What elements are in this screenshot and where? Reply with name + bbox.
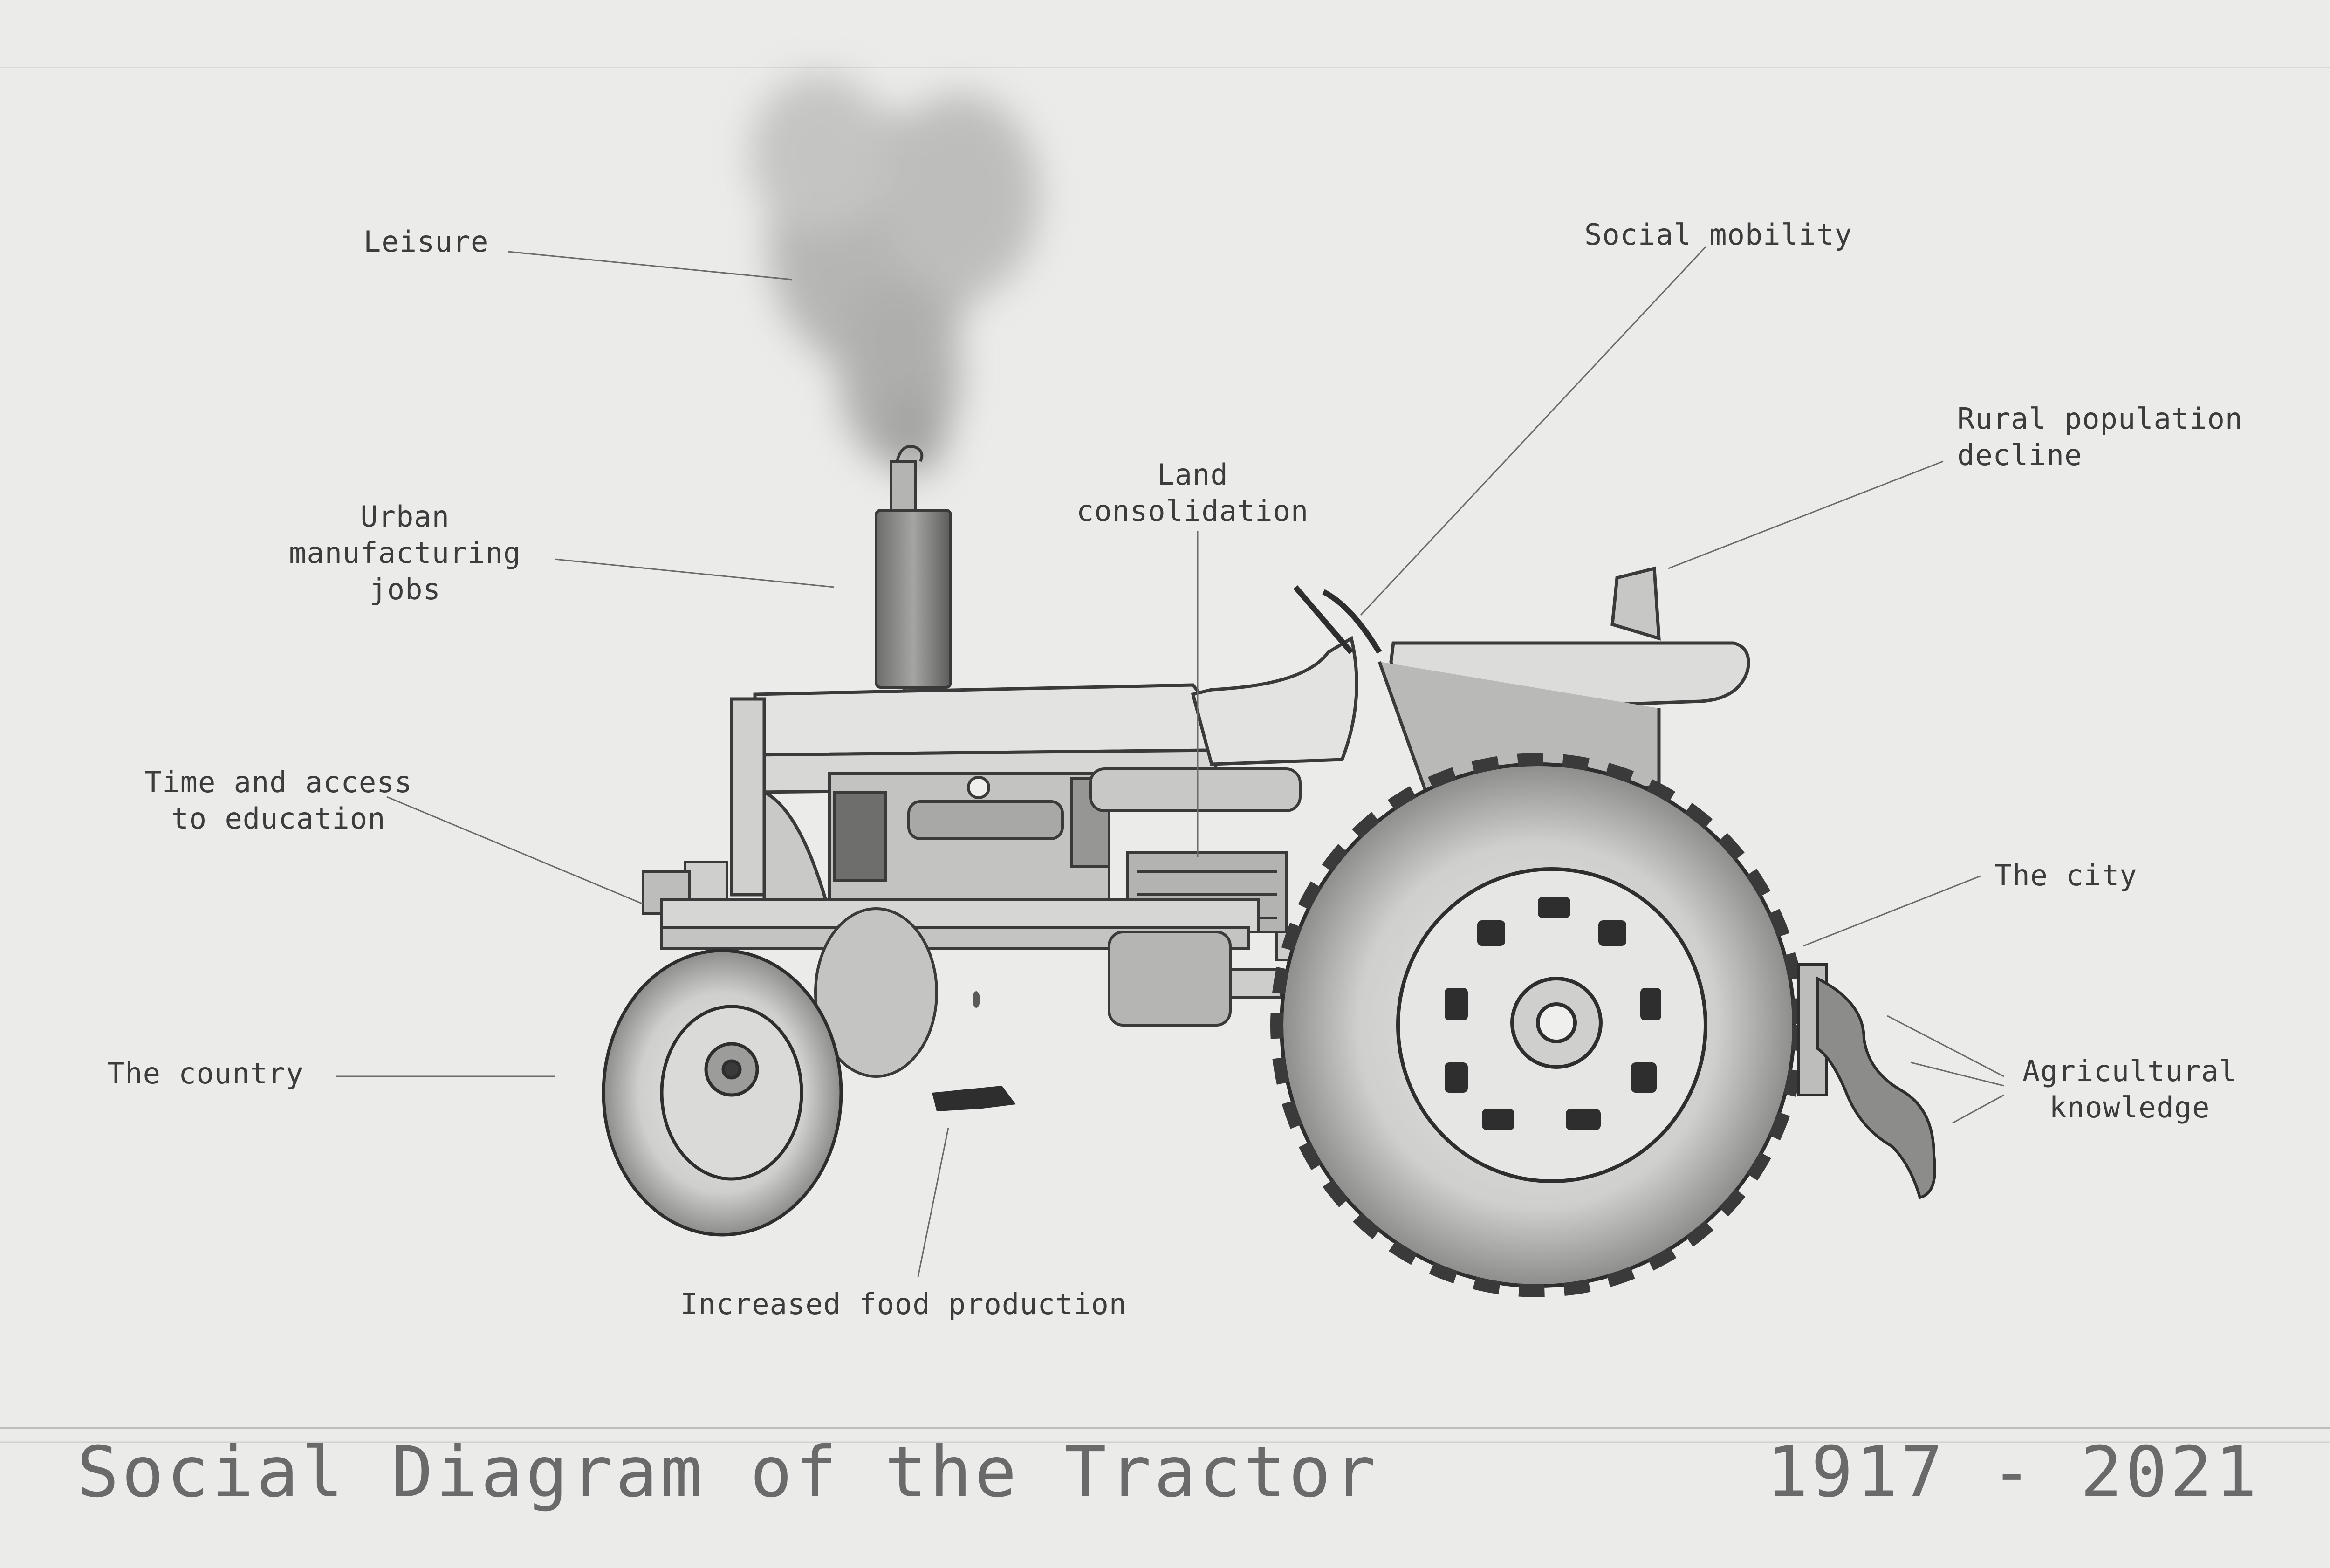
label-urban-manufacturing-jobs: Urban manufacturing jobs <box>289 500 521 606</box>
leader-rural-population <box>1668 460 1944 569</box>
seat-and-fender <box>1377 566 1750 794</box>
exhaust-stack <box>875 445 952 703</box>
leader-leisure <box>507 251 793 281</box>
label-leisure: Leisure <box>363 225 489 259</box>
label-rural-population-decline: Rural population decline <box>1957 402 2243 472</box>
label-social-mobility: Social mobility <box>1584 218 1852 252</box>
leader-lines <box>336 246 2004 1277</box>
label-the-city: The city <box>1994 858 2138 892</box>
front-wheel <box>602 949 843 1237</box>
page-title: Social Diagram of the Tractor <box>77 1432 1378 1513</box>
leader-urban-jobs <box>554 558 835 588</box>
leader-social-mobility <box>1360 246 1706 616</box>
label-agricultural-knowledge: Agricultural knowledge <box>2022 1054 2237 1124</box>
label-time-and-access-to-education: Time and access to education <box>144 765 412 835</box>
rear-front-wheel <box>814 907 938 1078</box>
label-the-country: The country <box>107 1056 304 1090</box>
exhaust-smoke <box>750 75 1039 475</box>
leader-city <box>1803 875 1981 947</box>
leader-education <box>386 796 644 905</box>
leader-agri-2 <box>1910 1061 2004 1087</box>
tractor-body <box>730 636 1358 915</box>
label-land-consolidation: Land consolidation <box>1076 458 1309 528</box>
leader-agri-3 <box>1952 1094 2004 1124</box>
rear-hitch <box>1797 963 1936 1199</box>
leader-agri-1 <box>1887 1015 2004 1077</box>
date-range: 1917 - 2021 <box>1766 1432 2260 1513</box>
rear-wheel <box>1270 753 1805 1297</box>
leader-food <box>917 1127 949 1277</box>
steering-wheel <box>1293 585 1382 654</box>
label-increased-food-production: Increased food production <box>680 1287 1127 1321</box>
oil-puddle <box>932 991 1016 1111</box>
